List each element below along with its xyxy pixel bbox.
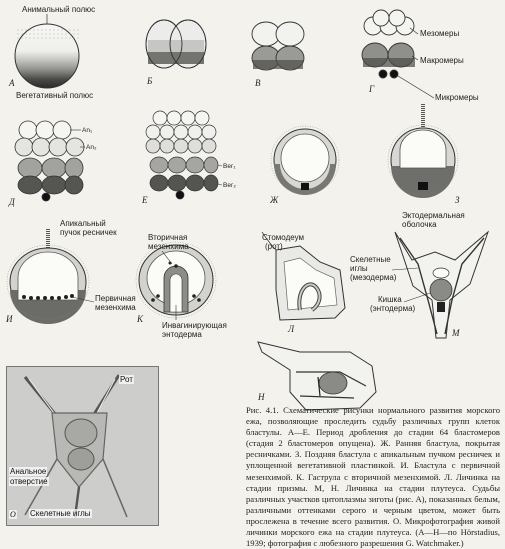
panel-letter-zh: Ж <box>269 195 279 205</box>
label-vegetal-pole: Вегетативный полюс <box>16 91 93 100</box>
photo-drawing <box>7 367 158 525</box>
panel-letter-k: К <box>136 314 144 324</box>
panel-letter-m: М <box>451 328 460 338</box>
panel-E-sixtyfour-cell <box>145 110 219 200</box>
panel-letter-i: И <box>5 314 13 324</box>
label-spicules-1: Скелетные <box>350 255 391 264</box>
panel-Z-late-blastula <box>387 104 459 198</box>
label-gut-2: (энтодерма) <box>370 304 416 313</box>
label-spicules-3: (мезодерма) <box>350 273 397 282</box>
label-apical-tuft-1: Апикальный <box>60 219 106 228</box>
panel-ZH-early-blastula <box>270 125 340 195</box>
panel-letter-n: Н <box>257 392 265 402</box>
panel-letter-e: Е <box>141 195 148 205</box>
label-animal-pole: Анимальный полюс <box>22 5 95 14</box>
label-macromeres: Макромеры <box>420 56 464 65</box>
panel-letter-o: О <box>9 510 17 519</box>
label-anal-2: отверстие <box>9 477 49 486</box>
label-mesomeres: Мезомеры <box>420 29 459 38</box>
panel-letter-z: З <box>455 195 460 205</box>
label-veg2: Вег₂ <box>223 182 236 189</box>
panel-letter-l: Л <box>287 324 295 334</box>
panel-L-prism <box>261 231 346 321</box>
label-primary-mesenchyme-2: мезенхима <box>95 303 136 312</box>
label-mouth: Рот <box>119 375 134 384</box>
figure-caption: Рис. 4.1. Схематические рисунки нормальн… <box>246 405 500 549</box>
panel-B-four-cell <box>145 19 207 69</box>
label-stomodeum-1: Стомодеум <box>262 233 304 242</box>
panel-letter-b: Б <box>146 76 153 86</box>
panel-I-mesenchyme-blastula <box>6 229 90 324</box>
panel-G-sixteen-cell <box>361 9 415 79</box>
label-gut-1: Кишка <box>378 295 402 304</box>
panel-letter-a: А <box>8 78 15 88</box>
label-micromeres: Микромеры <box>435 93 479 102</box>
label-stomodeum-2: (рот) <box>265 242 283 251</box>
panel-D-thirtytwo-cell <box>14 120 85 202</box>
label-primary-mesenchyme-1: Первичная <box>95 294 136 303</box>
label-secondary-mesenchyme-2: мезенхима <box>148 242 189 251</box>
label-ectoderm-envelope-1: Эктодермальная <box>402 211 465 220</box>
label-secondary-mesenchyme-1: Вторичная <box>148 233 187 242</box>
label-invaginating-endoderm-1: Инвагинирующая <box>162 321 227 330</box>
label-photo-spicules: Скелетные иглы <box>29 509 92 518</box>
label-anal-1: Анальное <box>9 467 48 476</box>
panel-A-zygote <box>14 23 80 89</box>
panel-letter-v: В <box>255 78 261 88</box>
panel-V-eight-cell <box>251 21 305 71</box>
label-spicules-2: иглы <box>350 264 368 273</box>
label-an2: An₂ <box>86 144 97 151</box>
label-apical-tuft-2: пучок ресничек <box>60 228 117 237</box>
panel-N-pluteus-lateral <box>257 341 377 411</box>
panel-letter-d: Д <box>8 197 16 207</box>
label-veg1: Вег₁ <box>223 163 236 170</box>
pluteus-photograph: Рот Анальное отверстие Скелетные иглы О <box>6 366 159 526</box>
panel-M-pluteus <box>394 230 490 339</box>
panel-letter-g: Г <box>368 84 375 94</box>
label-invaginating-endoderm-2: энтодерма <box>162 330 202 339</box>
label-an1: An₁ <box>82 127 93 134</box>
label-ectoderm-envelope-2: оболочка <box>402 220 437 229</box>
figure-drawings: Анимальный полюс Вегетативный полюс А Б … <box>5 5 490 411</box>
